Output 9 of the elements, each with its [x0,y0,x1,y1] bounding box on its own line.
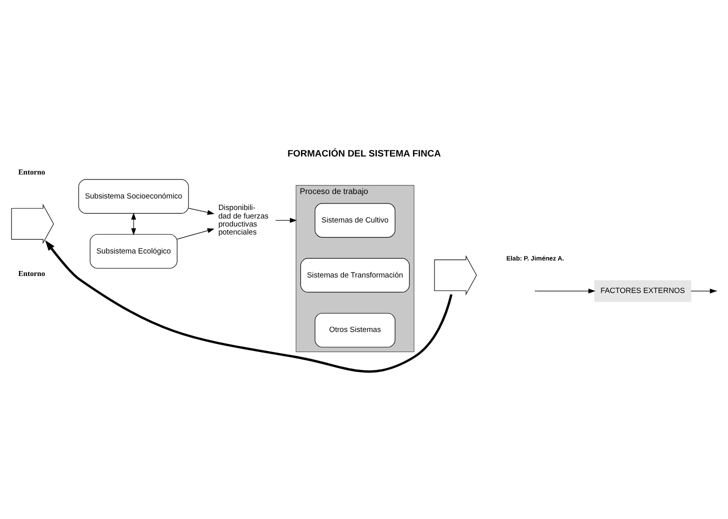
diagram-title: FORMACIÓN DEL SISTEMA FINCA [287,148,441,159]
arrow [536,288,596,294]
arrow [131,212,136,236]
arrow [188,208,214,215]
arrow [45,240,452,373]
node-arrow [434,255,477,296]
node-arrow [11,204,54,244]
arrow [275,218,297,223]
arrow [177,228,214,240]
